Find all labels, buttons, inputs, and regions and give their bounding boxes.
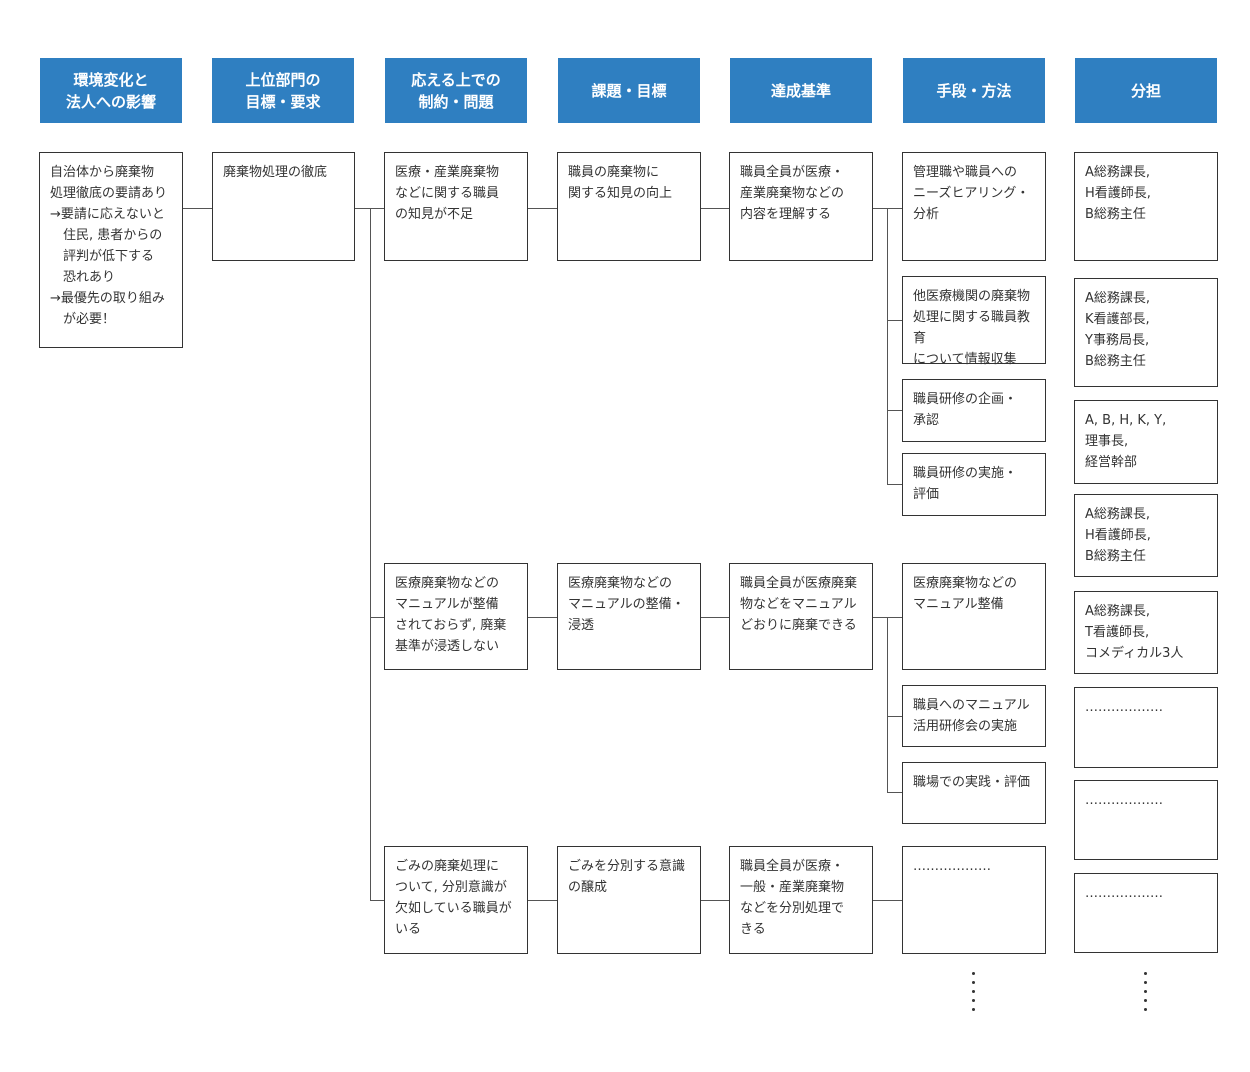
assignee-box-8: ……………… — [1074, 873, 1218, 953]
connector-line — [887, 208, 888, 485]
connector-line — [370, 208, 384, 209]
header-tasks: 課題・目標 — [558, 58, 700, 123]
header-assignment: 分担 — [1075, 58, 1217, 123]
method-box-6: 職員へのマニュアル 活用研修会の実施 — [902, 685, 1046, 747]
environment-box: 自治体から廃棄物 処理徹底の要請あり →要請に応えないと 住民, 患者からの 評… — [39, 152, 183, 348]
connector-line — [370, 617, 384, 618]
method-box-2: 他医療機関の廃棄物 処理に関する職員教育 について情報収集 — [902, 276, 1046, 367]
assignee-box-6: ……………… — [1074, 687, 1218, 768]
connector-line — [370, 900, 384, 901]
header-environment: 環境変化と 法人への影響 — [40, 58, 182, 123]
problem-box-1: 医療・産業廃棄物 などに関する職員 の知見が不足 — [384, 152, 528, 261]
connector-line — [528, 900, 557, 901]
problem-box-2: 医療廃棄物などの マニュアルが整備 されておらず, 廃棄 基準が浸透しない — [384, 563, 528, 670]
header-criteria: 達成基準 — [730, 58, 872, 123]
criteria-box-3: 職員全員が医療・ 一般・産業廃棄物 などを分別処理で きる — [729, 846, 873, 954]
method-box-4: 職員研修の実施・ 評価 — [902, 453, 1046, 516]
connector-line — [528, 617, 557, 618]
method-box-1: 管理職や職員への ニーズヒアリング・ 分析 — [902, 152, 1046, 261]
assignee-box-4: A総務課長, H看護師長, B総務主任 — [1074, 494, 1218, 577]
upper-requirement-box: 廃棄物処理の徹底 — [212, 152, 355, 261]
connector-line — [887, 792, 902, 793]
connector-line — [183, 208, 212, 209]
connector-line — [370, 208, 371, 901]
criteria-box-1: 職員全員が医療・ 産業廃棄物などの 内容を理解する — [729, 152, 873, 261]
task-box-1: 職員の廃棄物に 関する知見の向上 — [557, 152, 701, 261]
criteria-box-2: 職員全員が医療廃棄 物などをマニュアル どおりに廃棄できる — [729, 563, 873, 670]
connector-line — [887, 410, 902, 411]
header-upper-goals: 上位部門の 目標・要求 — [212, 58, 354, 123]
connector-line — [887, 320, 902, 321]
connector-line — [355, 208, 370, 209]
assignee-box-7: ……………… — [1074, 780, 1218, 860]
method-box-5: 医療廃棄物などの マニュアル整備 — [902, 563, 1046, 670]
connector-line — [701, 617, 729, 618]
task-box-2: 医療廃棄物などの マニュアルの整備・ 浸透 — [557, 563, 701, 670]
connector-line — [701, 208, 729, 209]
continuation-dots — [1144, 972, 1148, 1017]
connector-line — [873, 900, 902, 901]
continuation-dots — [972, 972, 976, 1017]
connector-line — [887, 716, 902, 717]
method-box-3: 職員研修の企画・ 承認 — [902, 379, 1046, 442]
connector-line — [701, 900, 729, 901]
header-constraints: 応える上での 制約・問題 — [385, 58, 527, 123]
connector-line — [887, 484, 902, 485]
assignee-box-5: A総務課長, T看護師長, コメディカル3人 — [1074, 591, 1218, 674]
connector-line — [528, 208, 557, 209]
problem-box-3: ごみの廃棄処理に ついて, 分別意識が 欠如している職員が いる — [384, 846, 528, 954]
task-box-3: ごみを分別する意識 の醸成 — [557, 846, 701, 954]
assignee-box-2: A総務課長, K看護部長, Y事務局長, B総務主任 — [1074, 278, 1218, 387]
assignee-box-1: A総務課長, H看護師長, B総務主任 — [1074, 152, 1218, 261]
method-box-7: 職場での実践・評価 — [902, 762, 1046, 824]
header-methods: 手段・方法 — [903, 58, 1045, 123]
assignee-box-3: A, B, H, K, Y, 理事長, 経営幹部 — [1074, 400, 1218, 484]
method-box-8: ……………… — [902, 846, 1046, 954]
connector-line — [887, 617, 888, 793]
